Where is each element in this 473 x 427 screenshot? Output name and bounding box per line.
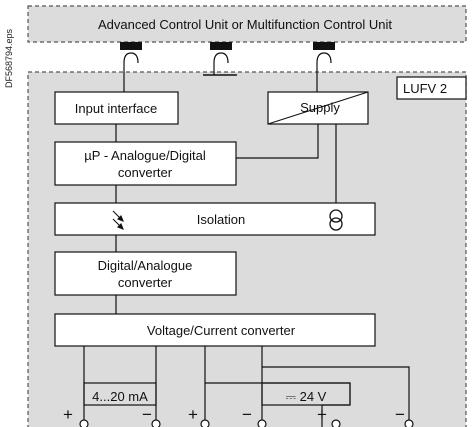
output-terminals (79, 419, 414, 427)
vc-converter-block (54, 313, 376, 347)
connector-3 (313, 42, 335, 50)
voltage-output-frame (261, 382, 351, 406)
connector-1 (120, 42, 142, 50)
transformer-icon (329, 209, 343, 231)
terminal-1 (79, 419, 89, 427)
connector-2 (210, 42, 232, 50)
module-name: LUFV 2 (403, 81, 447, 96)
polarity-minus-1: − (142, 405, 152, 424)
socket-3-arc (316, 52, 332, 64)
socket-2-arc (213, 52, 229, 64)
current-range-label: 4...20 mA (92, 389, 148, 404)
terminal-5 (331, 419, 341, 427)
up-converter-label-2: converter (118, 165, 173, 180)
input-interface-block (54, 91, 179, 125)
da-converter-label-1: Digital/Analogue (98, 258, 193, 273)
control-unit-box (27, 5, 467, 43)
input-interface-label: Input interface (75, 101, 157, 116)
module-label-box (396, 76, 467, 100)
polarity-plus-1: + (63, 405, 73, 424)
terminal-2 (151, 419, 161, 427)
isolation-block (54, 202, 376, 236)
polarity-minus-2: − (242, 405, 252, 424)
terminal-6 (404, 419, 414, 427)
side-label: DF568794.eps (4, 28, 14, 88)
terminal-3 (200, 419, 210, 427)
current-output-frame (83, 382, 157, 406)
supply-diagonal (267, 91, 369, 125)
supply-label: Supply (300, 100, 340, 115)
socket-1-arc (123, 52, 139, 64)
polarity-plus-3: + (317, 405, 327, 424)
optocoupler-icon (112, 210, 124, 230)
terminal-4 (257, 419, 267, 427)
vc-converter-label: Voltage/Current converter (147, 323, 296, 338)
da-converter-label-2: converter (118, 275, 173, 290)
voltage-supply-label: ⎓ 24 V (286, 389, 327, 404)
da-converter-block (54, 251, 237, 296)
module-box (27, 71, 467, 427)
polarity-minus-3: − (395, 405, 405, 424)
up-converter-block (54, 141, 237, 186)
polarity-plus-2: + (188, 405, 198, 424)
isolation-label: Isolation (197, 212, 245, 227)
link-supply-to-up (236, 124, 319, 159)
up-converter-label-1: µP - Analogue/Digital (84, 148, 206, 163)
header-title: Advanced Control Unit or Multifunction C… (98, 17, 392, 32)
